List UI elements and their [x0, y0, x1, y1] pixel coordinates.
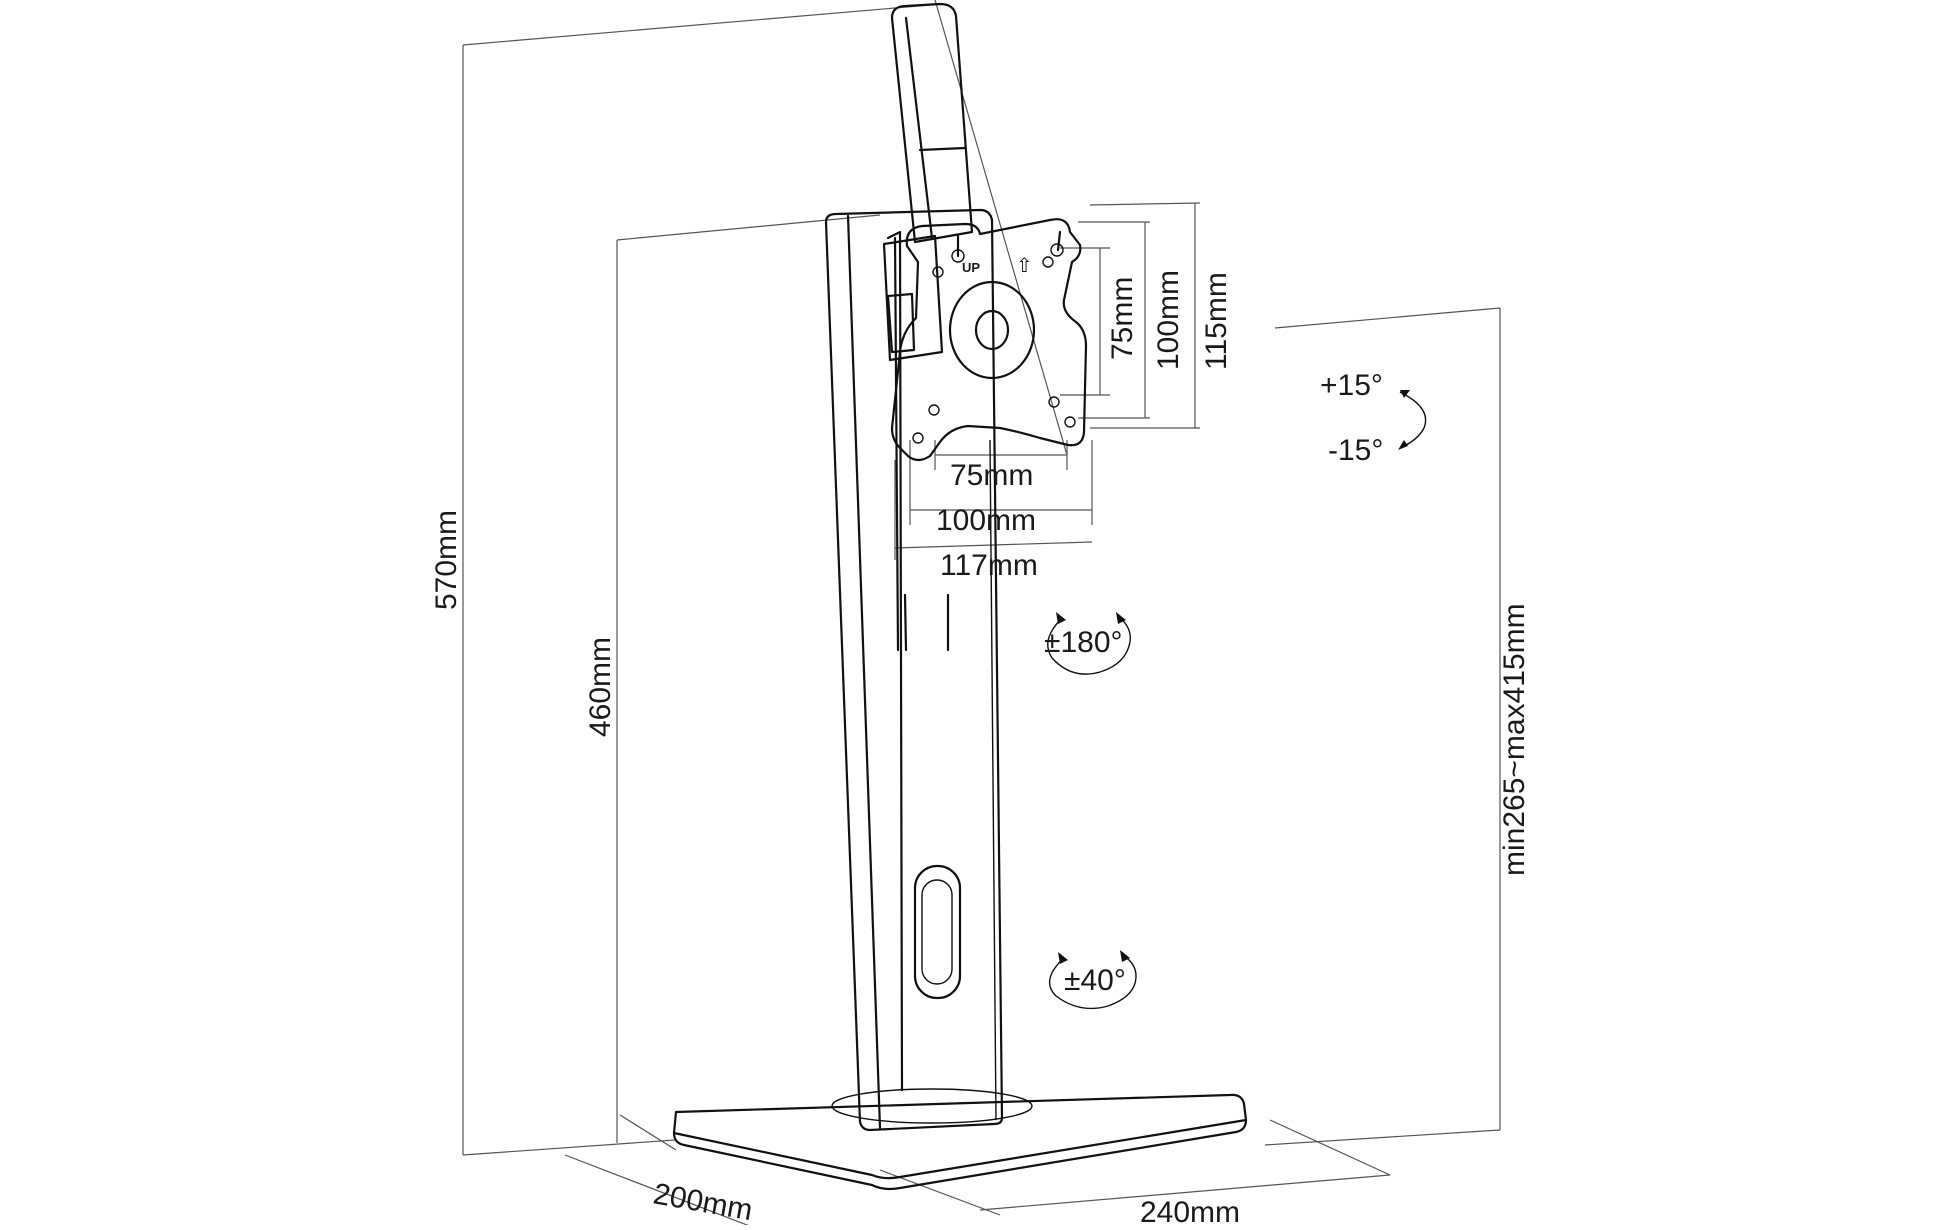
- height-range-label: min265~max415mm: [1498, 603, 1531, 876]
- stand-illustration: UP ⇧: [672, 2, 1248, 1191]
- vesa-v-75-label: 75mm: [1106, 277, 1139, 360]
- vesa-h-100-label: 100mm: [936, 504, 1036, 537]
- dimension-labels: 570mm 460mm min265~max415mm 200mm 240mm …: [430, 270, 1531, 1229]
- vesa-h-75-label: 75mm: [950, 459, 1033, 492]
- column-height-label: 460mm: [584, 637, 617, 737]
- swivel-right-arrow-icon: [1120, 950, 1130, 962]
- plate-height-label: 115mm: [1200, 272, 1233, 370]
- tilt-down-label: -15°: [1328, 434, 1383, 467]
- base-plate: [672, 1088, 1248, 1191]
- base-width-label: 240mm: [1140, 1196, 1240, 1225]
- angle-labels: +15° -15° ±180° ±40°: [1044, 369, 1383, 997]
- plate-width-label: 117mm: [940, 549, 1038, 582]
- arrow-up-icon: [1400, 390, 1410, 398]
- base-depth-label: 200mm: [651, 1177, 755, 1225]
- stand-column: [824, 208, 1004, 1132]
- rotate-left-arrow-icon: [1056, 612, 1066, 624]
- swivel-label: ±40°: [1064, 964, 1126, 997]
- rotate-right-arrow-icon: [1116, 612, 1126, 624]
- vesa-v-100-label: 100mm: [1152, 270, 1185, 370]
- vesa-plate: UP ⇧: [890, 218, 1088, 462]
- arrow-down-icon: [1398, 440, 1408, 450]
- up-label: UP: [962, 260, 980, 275]
- rotation-label: ±180°: [1044, 626, 1123, 659]
- swivel-left-arrow-icon: [1058, 952, 1068, 964]
- angle-indicators: [1047, 390, 1427, 1010]
- up-arrow-icon: ⇧: [1016, 255, 1033, 277]
- dimension-lines: [462, 0, 1501, 1230]
- tilt-up-label: +15°: [1320, 369, 1383, 402]
- total-height-label: 570mm: [430, 510, 463, 610]
